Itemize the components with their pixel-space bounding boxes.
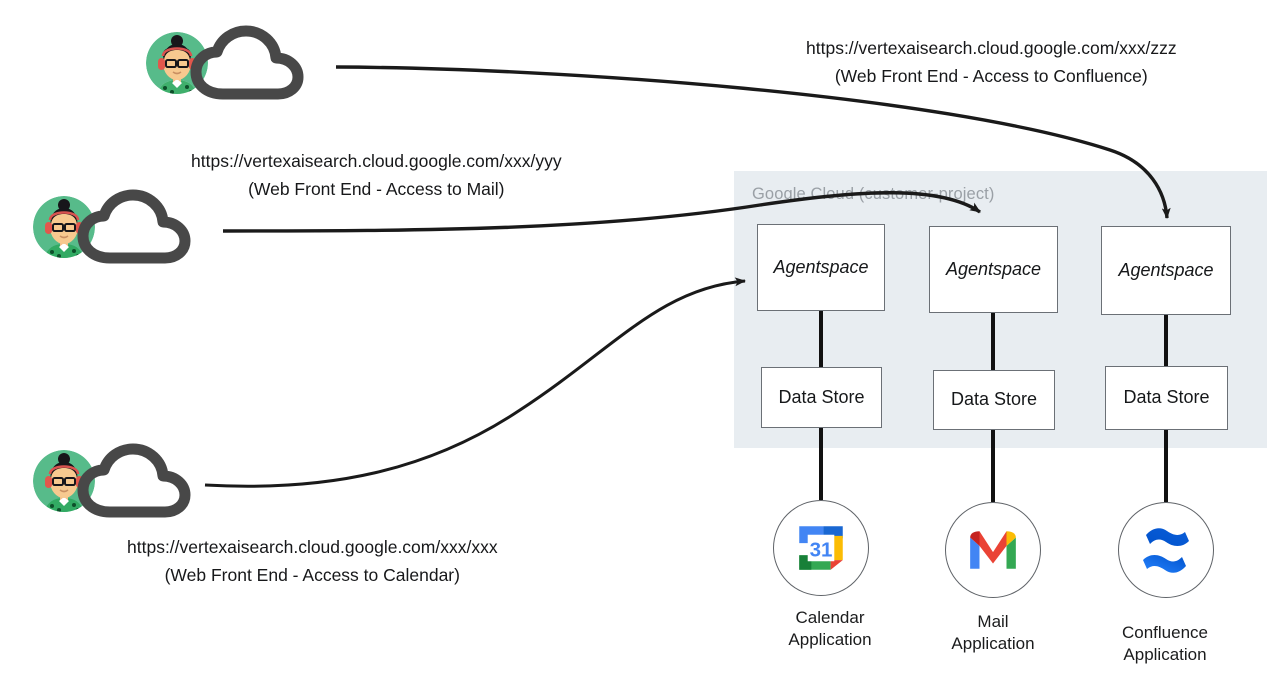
app-circle-mail[interactable] [945, 502, 1041, 598]
agentspace-box-mail[interactable]: Agentspace [929, 226, 1058, 313]
url-text: https://vertexaisearch.cloud.google.com/… [806, 38, 1177, 58]
app-label-line1: Mail [977, 612, 1009, 631]
url-description: (Web Front End - Access to Mail) [248, 179, 505, 200]
cloud-icon [75, 440, 195, 522]
cloud-icon [188, 22, 308, 104]
gmail-icon [970, 531, 1016, 569]
edge-calendar-user-to-agentspace [204, 277, 746, 488]
google-calendar-icon: 31 [799, 526, 843, 570]
datastore-box-confluence[interactable]: Data Store [1105, 366, 1228, 430]
cloud-icon [75, 186, 195, 268]
app-label-calendar: Calendar Application [735, 607, 925, 652]
app-label-line2: Application [1123, 645, 1207, 665]
agentspace-box-calendar[interactable]: Agentspace [757, 224, 885, 311]
datastore-box-calendar[interactable]: Data Store [761, 367, 882, 428]
svg-text:31: 31 [810, 538, 833, 561]
user-group-mail[interactable] [33, 186, 228, 276]
app-label-mail: Mail Application [898, 611, 1088, 656]
agentspace-label: Agentspace [773, 256, 869, 277]
url-text: https://vertexaisearch.cloud.google.com/… [191, 151, 562, 171]
user-group-confluence[interactable] [146, 22, 341, 112]
datastore-label: Data Store [1123, 387, 1210, 408]
datastore-label: Data Store [778, 386, 865, 407]
app-label-line2: Application [788, 630, 872, 650]
app-label-confluence: Confluence Application [1070, 622, 1260, 667]
app-circle-confluence[interactable] [1118, 502, 1214, 598]
url-annotation-calendar: https://vertexaisearch.cloud.google.com/… [127, 533, 498, 590]
url-annotation-mail: https://vertexaisearch.cloud.google.com/… [191, 147, 562, 204]
url-description: (Web Front End - Access to Confluence) [834, 66, 1148, 87]
app-label-line2: Application [951, 634, 1035, 654]
user-group-calendar[interactable] [33, 440, 228, 530]
url-description: (Web Front End - Access to Calendar) [164, 565, 460, 586]
url-annotation-confluence: https://vertexaisearch.cloud.google.com/… [806, 34, 1177, 91]
google-cloud-container-label: Google Cloud (customer-project) [752, 185, 995, 203]
agentspace-box-confluence[interactable]: Agentspace [1101, 226, 1231, 315]
agentspace-label: Agentspace [945, 258, 1042, 279]
datastore-label: Data Store [950, 389, 1038, 410]
agentspace-label: Agentspace [1118, 259, 1214, 280]
app-label-line1: Confluence [1121, 623, 1208, 642]
app-circle-calendar[interactable]: 31 [773, 500, 869, 596]
url-text: https://vertexaisearch.cloud.google.com/… [127, 537, 498, 557]
datastore-box-mail[interactable]: Data Store [933, 370, 1055, 430]
app-label-line1: Calendar [795, 608, 865, 627]
confluence-icon [1143, 528, 1189, 573]
